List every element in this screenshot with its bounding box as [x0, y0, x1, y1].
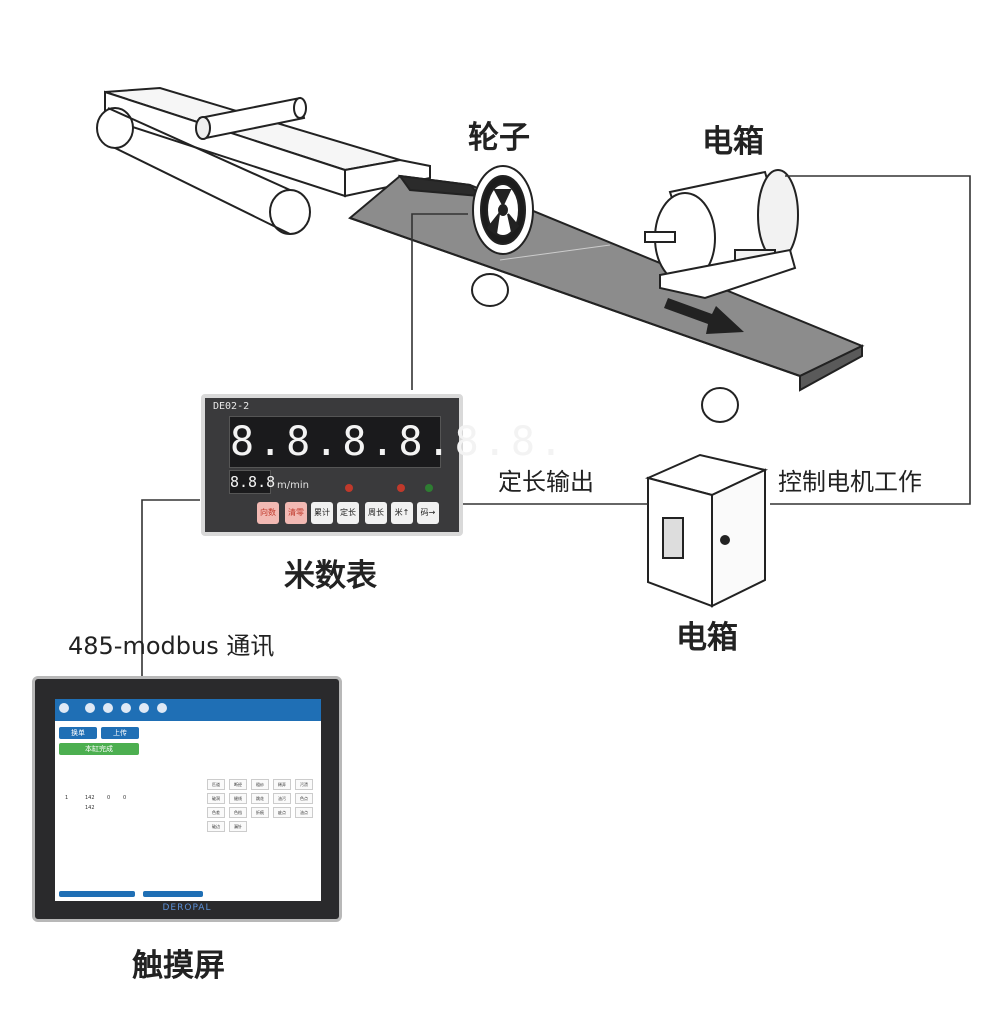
count-1: 1 [65, 795, 69, 801]
defect-chip[interactable]: 断经 [229, 779, 247, 790]
length-value: 142 [85, 805, 95, 811]
meter-led-red-2 [397, 484, 405, 492]
meter-button-count[interactable]: 向数 [257, 502, 279, 524]
count-4: 0 [123, 795, 127, 801]
direction-arrow-icon [664, 298, 744, 334]
count-3: 0 [107, 795, 111, 801]
meter-button-yard[interactable]: 码→ [417, 502, 439, 524]
control-motor-label: 控制电机工作 [778, 468, 922, 496]
defect-chip[interactable]: 色点 [295, 793, 313, 804]
length-meter: DE02-2 8.8.8.8.8.8. 8.8.8 m/min 向数 清零 累计… [201, 394, 563, 536]
fixed-length-output-label: 定长输出 [498, 468, 594, 496]
defect-chip[interactable]: 匹道 [207, 779, 225, 790]
defect-chip[interactable]: 粗纱 [251, 779, 269, 790]
meter-led-red [345, 484, 353, 492]
bottom-rollers [471, 273, 739, 423]
cabinet-icon [644, 453, 769, 608]
defect-chip[interactable]: 缝线 [229, 793, 247, 804]
nav-icon-2[interactable] [103, 703, 113, 713]
defect-chip[interactable]: 漏针 [229, 821, 247, 832]
meter-model: DE02-2 [213, 401, 250, 412]
meter-button-perimeter[interactable]: 周长 [365, 502, 387, 524]
cabinet-label: 电箱 [676, 620, 738, 656]
nav-icon-5[interactable] [157, 703, 167, 713]
nav-icon-4[interactable] [139, 703, 149, 713]
defect-chip[interactable]: 色档 [229, 807, 247, 818]
defect-chip[interactable]: 破洞 [207, 793, 225, 804]
wheel-icon [472, 165, 534, 255]
tablet-brand: DEROPAL [162, 903, 212, 913]
meter-button-clear[interactable]: 清零 [285, 502, 307, 524]
meter-label: 米数表 [284, 558, 377, 594]
defect-chip[interactable]: 色差 [207, 807, 225, 818]
wheel-label: 轮子 [468, 120, 530, 156]
defect-chip[interactable]: 折痕 [251, 807, 269, 818]
home-icon[interactable] [59, 703, 69, 713]
count-2: 142 [85, 795, 95, 801]
meter-main-display: 8.8.8.8.8.8. [229, 416, 563, 468]
left-bottom-button[interactable] [59, 891, 135, 897]
conveyor-left [96, 86, 431, 235]
motor-icon [644, 169, 799, 300]
mid-bottom-button[interactable] [143, 891, 203, 897]
nav-icon-3[interactable] [121, 703, 131, 713]
meter-unit: m/min [277, 480, 309, 491]
defect-chip[interactable]: 疵点 [273, 807, 291, 818]
comm-label: 485-modbus 通讯 [68, 632, 275, 660]
defect-chip[interactable]: 稀弄 [273, 779, 291, 790]
complete-button[interactable]: 本缸完成 [59, 743, 139, 755]
defect-chip[interactable]: 污渍 [295, 779, 313, 790]
meter-button-fixed-length[interactable]: 定长 [337, 502, 359, 524]
upload-button[interactable]: 上传 [101, 727, 139, 739]
meter-button-total[interactable]: 累计 [311, 502, 333, 524]
tablet-screen: 换单 上传 本缸完成 1 142 0 0 142 匹道断经粗纱稀弄污渍破洞缝线跳… [55, 699, 321, 901]
connector-lines [141, 175, 971, 676]
motor-label: 电箱 [702, 124, 764, 160]
defect-chip[interactable]: 油点 [295, 807, 313, 818]
defect-chip[interactable]: 破边 [207, 821, 225, 832]
swap-button[interactable]: 换单 [59, 727, 97, 739]
meter-sub-display: 8.8.8 [229, 470, 275, 494]
nav-icon-1[interactable] [85, 703, 95, 713]
tablet-topbar [55, 699, 321, 721]
meter-button-meter-up[interactable]: 米↑ [391, 502, 413, 524]
touchscreen-label: 触摸屏 [132, 948, 225, 984]
defect-chip[interactable]: 油污 [273, 793, 291, 804]
touch-screen-tablet: 换单 上传 本缸完成 1 142 0 0 142 匹道断经粗纱稀弄污渍破洞缝线跳… [32, 676, 342, 922]
meter-led-green [425, 484, 433, 492]
defect-chip[interactable]: 跳花 [251, 793, 269, 804]
